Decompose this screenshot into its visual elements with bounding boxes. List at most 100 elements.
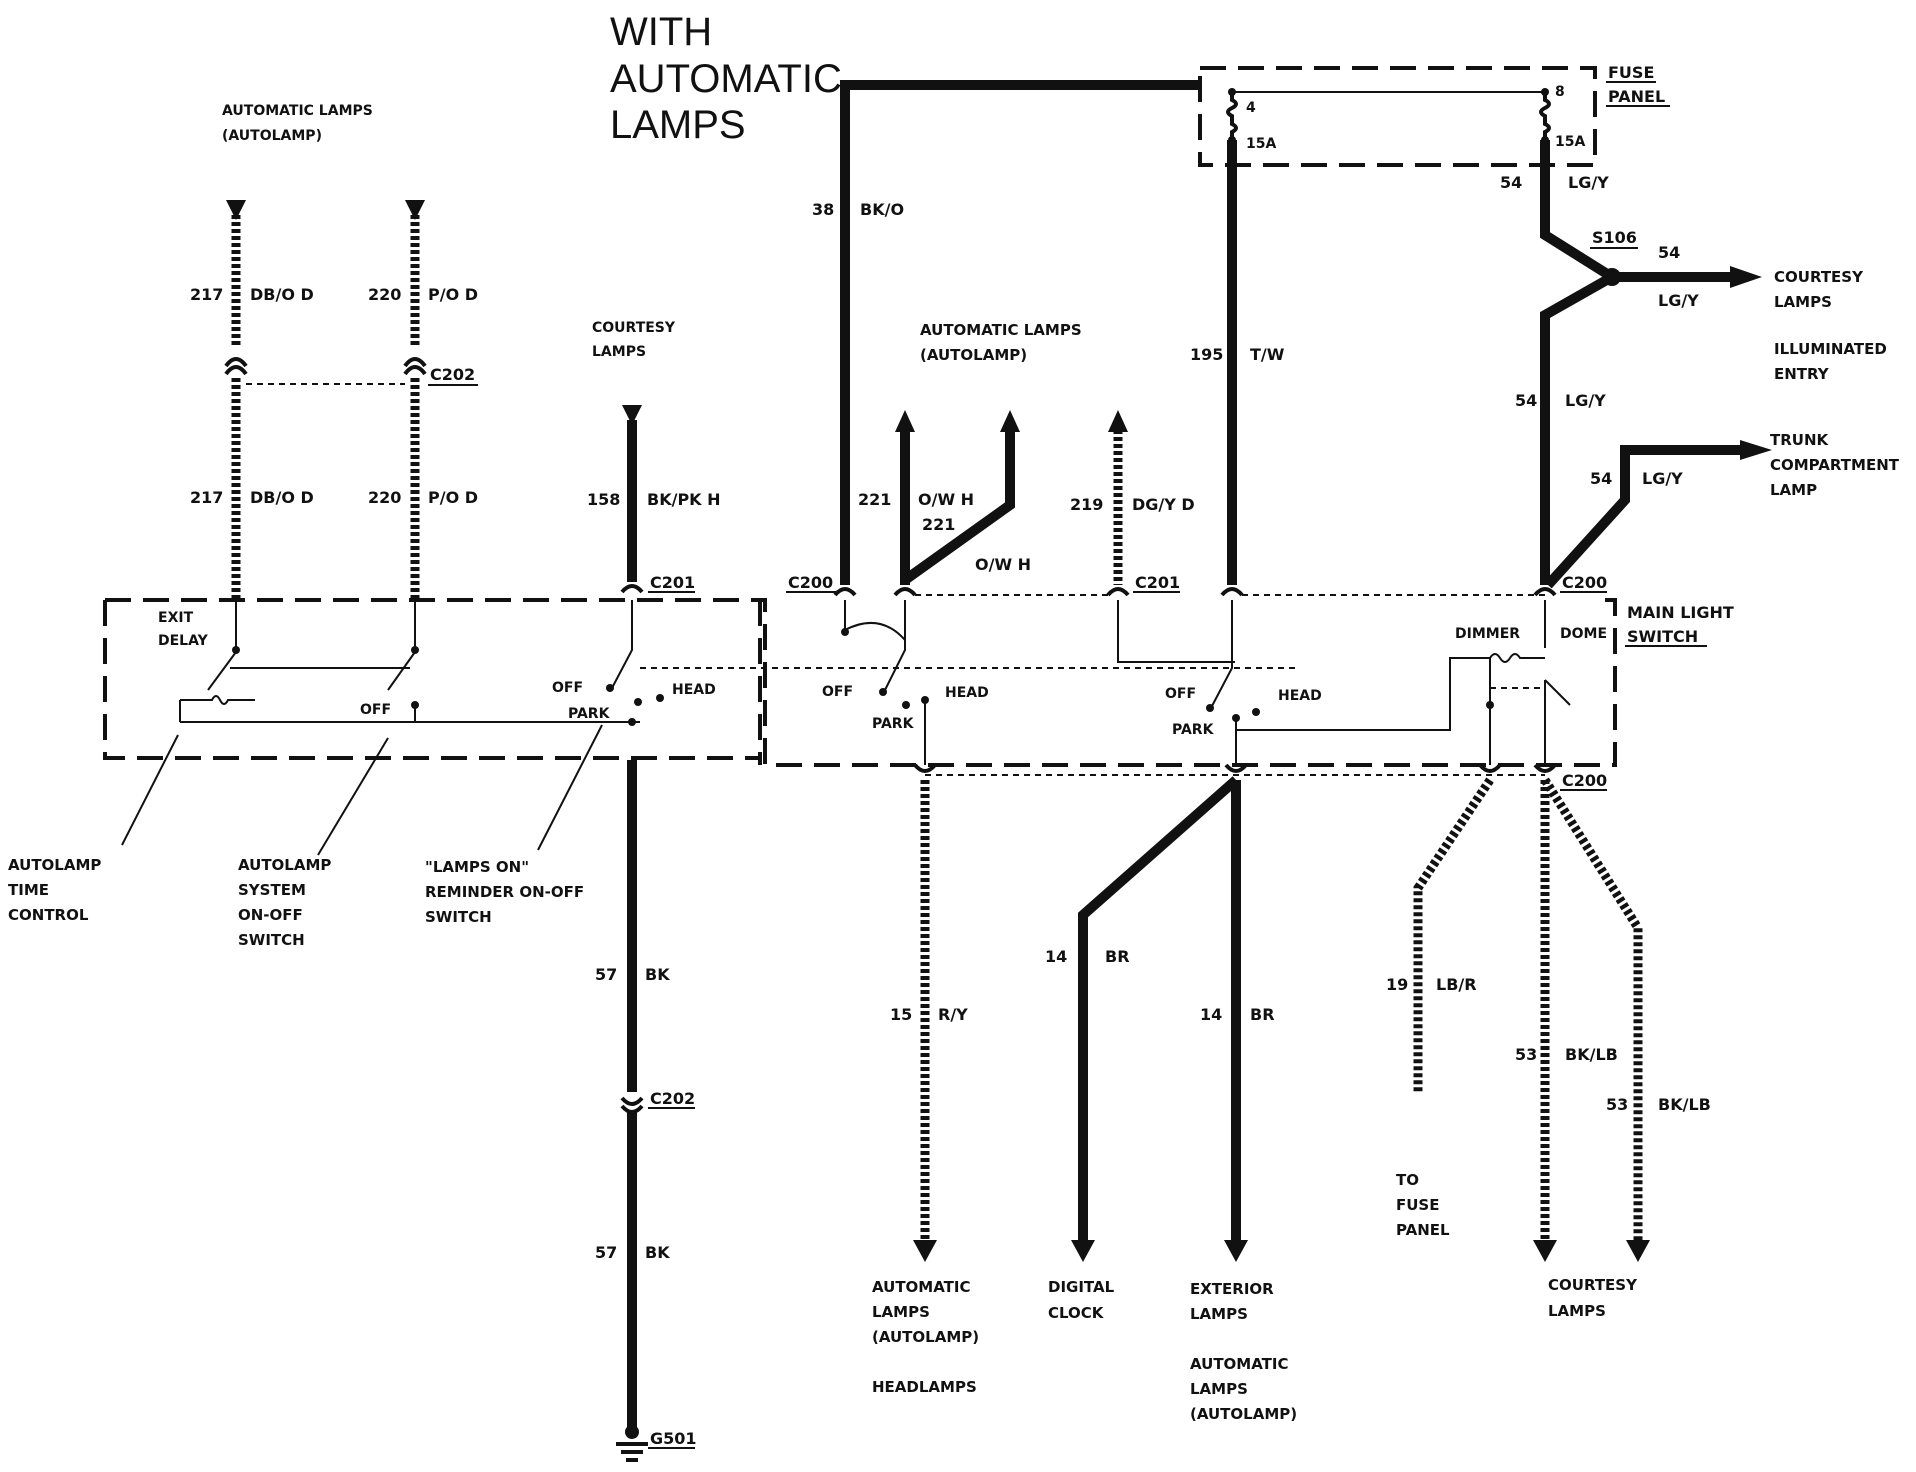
- wire-53b-color: BK/LB: [1658, 1095, 1711, 1114]
- head-label-2: HEAD: [672, 682, 716, 698]
- right-trunk-3: LAMP: [1770, 481, 1817, 499]
- callout-rem-3: SWITCH: [425, 908, 492, 926]
- connector-c200-left: C200: [788, 573, 833, 592]
- title-line-1: WITH: [610, 10, 712, 54]
- main-switch-label-1: MAIN LIGHT: [1627, 603, 1734, 622]
- bottom-auto-2: LAMPS: [872, 1303, 930, 1321]
- right-trunk-2: COMPARTMENT: [1770, 456, 1900, 474]
- title-line-2: AUTOMATIC: [610, 57, 842, 101]
- autolamp-sensor-leads: AUTOMATIC LAMPS (AUTOLAMP) 217 DB/O D 22…: [190, 103, 478, 600]
- bottom-auto-4: HEADLAMPS: [872, 1378, 977, 1396]
- ground-g501: G501: [650, 1429, 697, 1448]
- connector-c200-right-top: C200: [1562, 573, 1607, 592]
- dome-label: DOME: [1560, 626, 1607, 642]
- callouts: AUTOLAMP TIME CONTROL AUTOLAMP SYSTEM ON…: [8, 724, 603, 949]
- park-label-2: PARK: [568, 706, 611, 722]
- wire-54-courtesy: 54 LG/Y S106 54 LG/Y 54 LG/Y 54 LG/Y COU…: [1500, 140, 1900, 597]
- wire-221-autolamp: AUTOMATIC LAMPS (AUTOLAMP) 221 O/W H 221…: [822, 321, 1110, 773]
- autolamp-switches: EXIT DELAY OFF OFF PARK HEAD: [158, 600, 1300, 723]
- right-illum-2: ENTRY: [1774, 365, 1830, 383]
- wire-53a-color: BK/LB: [1565, 1045, 1618, 1064]
- wire-19-color: LB/R: [1436, 975, 1477, 994]
- wire-220b-color: P/O D: [428, 488, 478, 507]
- bottom-clock-1: DIGITAL: [1048, 1278, 1115, 1296]
- bottom-court-1: COURTESY: [1548, 1276, 1638, 1294]
- wire-14a-color: BR: [1105, 947, 1130, 966]
- wire-221-color: O/W H: [918, 490, 974, 509]
- wire-219-color: DG/Y D: [1132, 495, 1195, 514]
- wire-158-color: BK/PK H: [647, 490, 721, 509]
- bottom-ext-2: LAMPS: [1190, 1305, 1248, 1323]
- splice-s106: S106: [1592, 228, 1637, 247]
- right-illum-1: ILLUMINATED: [1774, 340, 1887, 358]
- wire-217a-color: DB/O D: [250, 285, 314, 304]
- fuse-4-number: 4: [1246, 100, 1256, 116]
- wire-219-autolamp: 219 DG/Y D C201: [1070, 410, 1235, 663]
- wire-217b-color: DB/O D: [250, 488, 314, 507]
- head-label-4: HEAD: [1278, 688, 1322, 704]
- wire-57b-number: 57: [595, 1243, 617, 1262]
- wire-14b-color: BR: [1250, 1005, 1275, 1024]
- callout-time-2: TIME: [8, 881, 49, 899]
- courtesy-top-label-2: LAMPS: [592, 344, 646, 360]
- off-label-2: OFF: [552, 680, 583, 696]
- wire-54b-color: LG/Y: [1658, 291, 1699, 310]
- off-label-4: OFF: [1165, 686, 1196, 702]
- wire-54c-color: LG/Y: [1565, 391, 1606, 410]
- wire-57a-color: BK: [645, 965, 670, 984]
- autolamp-top-label-2: (AUTOLAMP): [222, 128, 322, 144]
- wire-14b-number: 14: [1200, 1005, 1222, 1024]
- diagram-title: WITH AUTOMATIC LAMPS: [610, 10, 842, 147]
- auto-mid-label-2: (AUTOLAMP): [920, 346, 1027, 364]
- connector-c200-bottom: C200: [1562, 771, 1607, 790]
- wire-219-number: 219: [1070, 495, 1103, 514]
- courtesy-ground-circuit: COURTESY LAMPS 158 BK/PK H C201 57 BK C2…: [587, 320, 721, 1462]
- wire-57b-color: BK: [645, 1243, 670, 1262]
- wire-158-number: 158: [587, 490, 620, 509]
- wire-57a-number: 57: [595, 965, 617, 984]
- wire-54a-number: 54: [1500, 173, 1522, 192]
- off-label-3: OFF: [822, 684, 853, 700]
- wire-53b-number: 53: [1606, 1095, 1628, 1114]
- callout-time-3: CONTROL: [8, 906, 89, 924]
- wire-220b-number: 220: [368, 488, 401, 507]
- wire-54b-number: 54: [1658, 243, 1680, 262]
- wire-15-color: R/Y: [938, 1005, 968, 1024]
- fuse-panel-label-1: FUSE: [1608, 63, 1654, 82]
- right-courtesy-2: LAMPS: [1774, 293, 1832, 311]
- bottom-wires: 15 R/Y 14 BR 14 BR 19 LB/R 53 BK/LB 53 B…: [890, 776, 1711, 1262]
- connector-c202-bottom: C202: [650, 1089, 695, 1108]
- head-label-3: HEAD: [945, 685, 989, 701]
- main-light-switch: MAIN LIGHT SWITCH: [103, 598, 1734, 767]
- wire-14a-number: 14: [1045, 947, 1067, 966]
- fuse-panel-label-2: PANEL: [1608, 87, 1665, 106]
- main-switch-label-2: SWITCH: [1627, 627, 1698, 646]
- connector-c202-top: C202: [430, 365, 475, 384]
- bottom-ext-5: (AUTOLAMP): [1190, 1405, 1297, 1423]
- callout-rem-1: "LAMPS ON": [425, 858, 529, 876]
- title-line-3: LAMPS: [610, 103, 746, 147]
- wire-19-number: 19: [1386, 975, 1408, 994]
- wire-53a-number: 53: [1515, 1045, 1537, 1064]
- bottom-fuse-1: TO: [1396, 1171, 1419, 1189]
- bottom-ext-4: LAMPS: [1190, 1380, 1248, 1398]
- wire-195-color: T/W: [1250, 345, 1285, 364]
- wire-221b-number: 221: [922, 515, 955, 534]
- autolamp-top-label-1: AUTOMATIC LAMPS: [222, 103, 373, 119]
- fuse-panel: 4 15A 8 15A FUSE PANEL: [1198, 63, 1670, 167]
- wire-15-number: 15: [890, 1005, 912, 1024]
- callout-sys-1: AUTOLAMP: [238, 856, 331, 874]
- bottom-ext-1: EXTERIOR: [1190, 1280, 1274, 1298]
- callout-sys-2: SYSTEM: [238, 881, 306, 899]
- fuse-8-number: 8: [1555, 84, 1565, 100]
- exit-delay-label-2: DELAY: [158, 633, 209, 649]
- wire-221-number: 221: [858, 490, 891, 509]
- bottom-ext-3: AUTOMATIC: [1190, 1355, 1289, 1373]
- bottom-auto-1: AUTOMATIC: [872, 1278, 971, 1296]
- dimmer-dome-switch: DIMMER DOME C200: [925, 600, 1607, 791]
- wire-38-feed: 38 BK/O C200: [786, 80, 1200, 597]
- fuse-4-amp: 15A: [1246, 136, 1276, 152]
- bottom-clock-2: CLOCK: [1048, 1304, 1105, 1322]
- off-label-1: OFF: [360, 702, 391, 718]
- callout-sys-3: ON-OFF: [238, 906, 303, 924]
